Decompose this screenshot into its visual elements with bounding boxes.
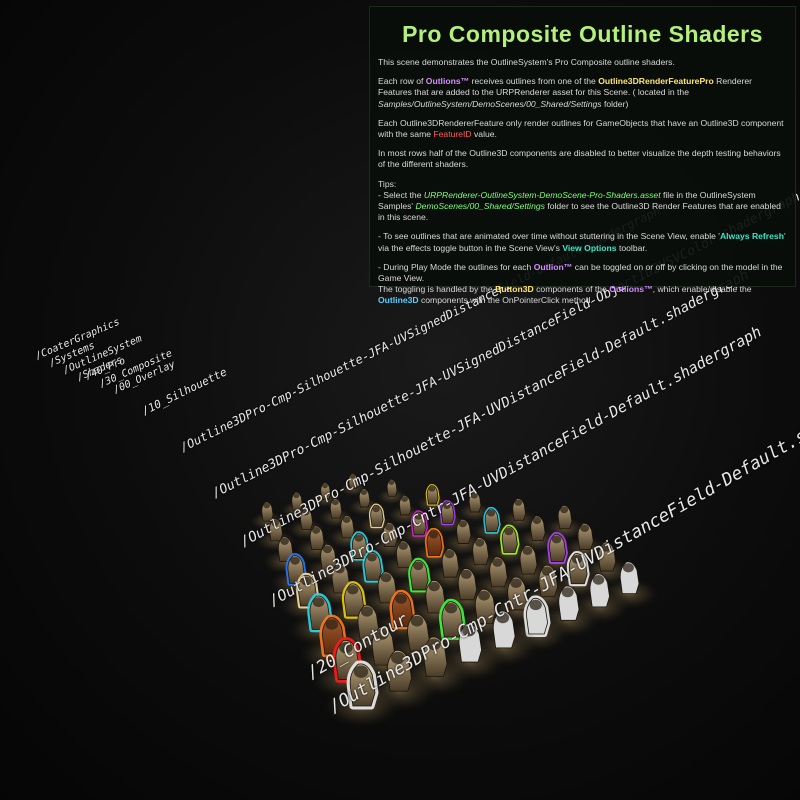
lion-head [478,590,490,601]
lion-head [339,641,353,654]
panel-rows-description: Each row of Outlions™ receives outlines … [378,76,752,109]
outlion-statue[interactable] [318,660,406,730]
lion-head [460,569,472,579]
lion-head [601,543,612,552]
lion-head [496,612,510,624]
lion-head [312,526,321,534]
lion-head [413,561,424,571]
tips-label: Tips: [378,178,397,189]
lion-head [429,531,438,539]
lion-head [385,523,394,531]
lion-head [532,516,542,525]
lion-head [271,519,280,527]
lion-head [290,556,300,565]
lion-head [372,506,380,513]
lion-head [522,546,533,555]
lion-head [398,542,408,550]
lion-head [561,587,574,598]
lion-head [342,516,351,523]
lion-head [354,534,364,542]
lion-head [571,554,583,564]
lion-head [414,513,423,520]
lion-head [504,527,514,536]
lion-head [470,492,478,499]
lion-head [510,578,522,589]
lion-head [293,492,300,499]
lion-head [560,506,569,514]
panel-depth-description: In most rows half of the Outline3D compo… [378,148,781,170]
lion-head [388,480,395,485]
lion-head [375,628,389,640]
lion-head [395,593,407,604]
lion-head [487,509,496,517]
lion-head [492,558,503,567]
lion-head [302,509,310,516]
lion-head [360,606,374,617]
lion-head [301,576,312,586]
lion-head [263,502,271,509]
tip-select-asset: - Select the URPRenderer-OutlineSystem-D… [378,189,781,223]
lion-head [474,538,485,547]
lion-head [458,520,468,528]
lion-head [428,486,436,492]
tip-button3d: The toggling is handled by the Button3D … [378,284,752,306]
lion-head [322,545,333,554]
lion-head [350,474,356,479]
lion-head [529,599,542,611]
tip-always-refresh: - To see outlines that are animated over… [378,231,786,253]
outlion-statue[interactable] [465,610,543,669]
lion-head [401,496,408,502]
lion-head [334,564,345,574]
info-panel: Pro Composite Outline Shaders This scene… [369,6,796,305]
lion-head [443,502,451,510]
lion-head [462,625,476,637]
lion-head [322,483,328,489]
lion-head [353,665,369,678]
lion-head [325,619,339,630]
lion-head [312,597,325,608]
lion-head [551,535,562,544]
panel-intro: This scene demonstrates the OutlineSyste… [378,57,675,67]
lion-head [444,549,455,559]
lion-head [622,563,634,573]
lion-head [380,573,392,583]
lion-head [367,553,377,562]
lion-head [444,603,458,614]
tip-toggle-outlines: - During Play Mode the outlines for each… [378,261,783,284]
lion-head [580,524,590,532]
lion-head [331,499,339,506]
lion-head [360,489,368,495]
lion-head [428,581,440,592]
panel-title: Pro Composite Outline Shaders [402,21,763,47]
lion-head [592,575,605,585]
lion-head [347,585,359,595]
lion-head [427,638,441,651]
lion-head [280,537,289,545]
lion-head [514,499,523,506]
lion-head [410,615,424,627]
lion-head [390,651,406,664]
panel-featureid-description: Each Outline3DRendererFeature only rende… [378,117,784,140]
lion-head [541,566,553,576]
